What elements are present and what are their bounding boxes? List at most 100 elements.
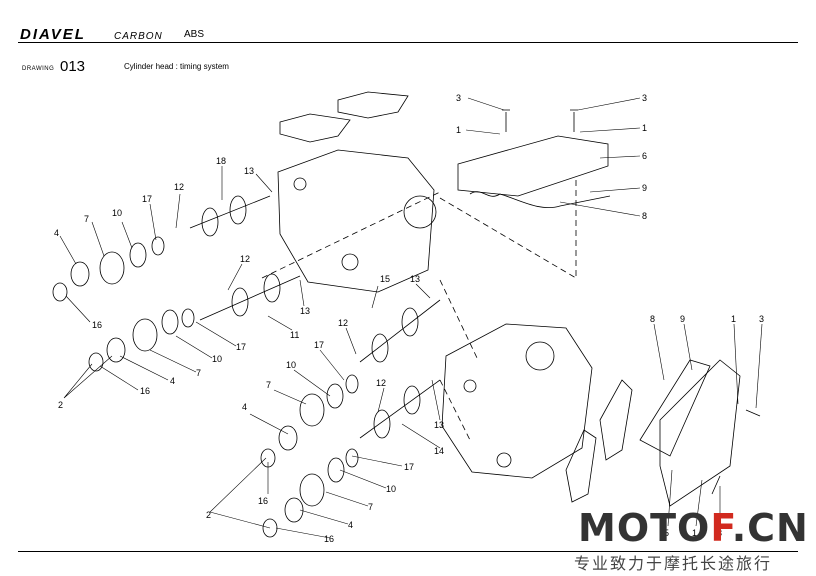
callout-18: 18 [216,156,226,166]
screw [570,109,578,132]
cylinder-head-upper [277,149,435,293]
cam-lobe [403,385,421,415]
bearing [151,236,165,256]
variant-name: ABS [184,29,205,40]
timing-gear [299,473,325,507]
washer [278,425,298,451]
screw [711,475,721,495]
drawing-label: DRAWING [22,66,55,72]
callout-17: 17 [404,462,414,472]
callout-11: 11 [290,330,299,340]
callout-3: 3 [759,314,764,324]
callout-10: 10 [286,360,296,370]
assembly-line [439,197,577,279]
callout-10: 10 [386,484,396,494]
callout-labels: 3 1 3 1 6 9 8 18 13 12 17 10 7 4 16 12 1… [54,93,764,544]
bearing [345,448,359,468]
spacer [327,457,345,483]
nut [52,282,68,302]
watermark-logo: MOTOF.CN [578,506,809,550]
drawing-number: 013 [60,58,86,75]
callout-7: 7 [266,380,271,390]
callout-12: 12 [240,254,250,264]
cam-cap-upper [279,113,351,143]
cylinder-head-lower [441,323,593,479]
cam-lobe [263,273,281,303]
callout-16: 16 [324,534,334,544]
lower-valve-cover [659,359,741,507]
callout-3: 3 [456,93,461,103]
timing-gear [99,251,125,285]
header-divider [18,42,798,43]
callout-12: 12 [174,182,184,192]
assembly-line [439,279,479,361]
callout-13: 13 [410,274,420,284]
callout-4: 4 [170,376,175,386]
callout-13: 13 [300,306,310,316]
cam-cap-lower [565,429,597,503]
spacer [129,242,147,268]
bearing [181,308,195,328]
washer [106,337,126,363]
callout-4: 4 [54,228,59,238]
callout-4: 4 [242,402,247,412]
callout-17: 17 [142,194,152,204]
callout-1: 1 [692,528,697,538]
callout-7: 7 [84,214,89,224]
cam-lobe [371,333,389,363]
watermark-logo-accent: F [710,506,732,550]
callout-9: 9 [680,314,685,324]
callout-1: 1 [642,123,647,133]
cam-lobe [231,287,249,317]
spacer [326,383,344,409]
nut [88,352,104,372]
lower-gasket [639,359,711,457]
callout-5: 5 [664,528,669,538]
head-port [403,195,437,229]
camshaft-lower [359,299,441,363]
callout-16: 16 [92,320,102,330]
callout-13: 13 [434,420,444,430]
cam-lobe [229,195,247,225]
callout-7: 7 [368,502,373,512]
assembly-line [439,379,471,441]
callout-1: 1 [731,314,736,324]
head-port [293,177,307,191]
watermark-logo-part: .CN [731,506,809,550]
brand-logo: DIAVEL [20,26,86,43]
callout-13: 13 [244,166,254,176]
callout-17: 17 [314,340,324,350]
head-port [341,253,359,271]
bearing [345,374,359,394]
screw [502,109,510,132]
washer [70,261,90,287]
watermark-logo-part: MOTO [578,506,711,550]
leader-lines [59,97,763,539]
cam-cap-lower [599,379,633,461]
callout-9: 9 [642,183,647,193]
camshaft-upper [199,275,301,321]
cam-lobe [201,207,219,237]
callout-2: 2 [58,400,63,410]
cam-cap-upper [337,91,409,119]
head-port [496,452,512,468]
head-port [463,379,477,393]
callout-3: 3 [642,93,647,103]
footer-divider [18,551,798,552]
callout-1: 1 [456,125,461,135]
diagram-parts [52,91,761,538]
callout-17: 17 [236,342,246,352]
callout-2: 2 [206,510,211,520]
cover-gasket [469,191,611,208]
callout-10: 10 [112,208,122,218]
screw [745,409,761,417]
callout-4: 4 [348,520,353,530]
callout-7: 7 [196,368,201,378]
timing-gear [132,318,158,352]
callout-3: 3 [717,528,722,538]
timing-gear [299,393,325,427]
callout-15: 15 [380,274,390,284]
valve-cover [457,135,609,197]
callout-14: 14 [434,446,444,456]
